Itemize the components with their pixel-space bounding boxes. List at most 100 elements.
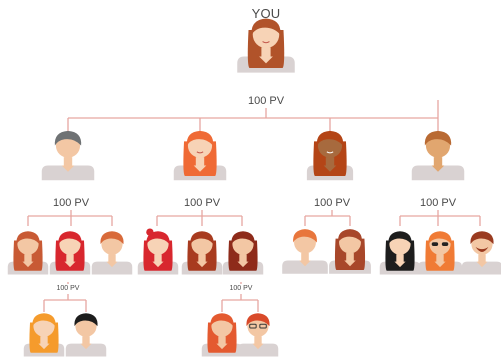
shirt-shape [41, 165, 95, 181]
hair-shape [74, 313, 98, 327]
neck-shape [239, 254, 247, 264]
hair-shape [316, 130, 344, 146]
sunglasses-shape [441, 242, 449, 246]
avatar-level2-3 [91, 231, 133, 275]
collar-shape [193, 165, 207, 172]
avatar-level2-6 [222, 231, 264, 275]
connector-lines [27, 100, 481, 312]
level2-pv-2: 100 PV [229, 285, 253, 292]
collar-shape [344, 260, 356, 267]
sunglasses-shape [431, 242, 439, 246]
collar-shape [38, 343, 50, 350]
mouth-shape [196, 151, 204, 154]
glasses-shape [249, 323, 257, 329]
hair-shape [338, 229, 362, 243]
beard-shape [475, 246, 489, 252]
collar-shape [237, 261, 249, 268]
hair-shape [428, 231, 452, 245]
neck-shape [40, 336, 48, 346]
neck-shape [346, 252, 354, 263]
neck-shape [436, 254, 444, 264]
collar-shape [434, 261, 446, 268]
avatar-level2-9 [379, 231, 421, 275]
neck-shape [24, 254, 32, 264]
collar-shape [80, 343, 92, 350]
avatar-level2-10 [417, 231, 463, 275]
shirt-shape [237, 343, 279, 357]
collar-shape [299, 260, 311, 267]
avatar-level2-2 [49, 231, 91, 275]
collar-shape [106, 261, 118, 268]
neck-shape [198, 254, 206, 264]
root-title: YOU [251, 6, 281, 21]
avatar-level3-3 [201, 313, 243, 357]
collar-shape [61, 165, 75, 172]
avatar-level2-5 [181, 231, 223, 275]
hair-shape [32, 313, 56, 327]
hair-shape [186, 130, 214, 146]
collar-shape [152, 261, 164, 268]
shirt-shape [461, 261, 501, 275]
level1-pv-1: 100 PV [52, 197, 90, 209]
neck-shape [261, 47, 271, 59]
neck-shape [154, 254, 162, 264]
neck-shape [254, 336, 262, 346]
hair-shape [100, 231, 124, 245]
hair-shape [251, 18, 281, 35]
hair-shape [246, 313, 270, 327]
neck-shape [66, 254, 74, 264]
avatar-you [237, 18, 295, 73]
collar-shape [64, 261, 76, 268]
mouth-shape [326, 151, 334, 154]
collar-shape [476, 261, 488, 268]
neck-shape [396, 254, 404, 264]
neck-shape [433, 157, 443, 168]
avatar-level3-2 [65, 313, 107, 357]
shirt-shape [282, 260, 328, 274]
avatar-level2-1 [7, 231, 49, 275]
collar-shape [22, 261, 34, 268]
avatar-level1-1 [41, 130, 95, 181]
avatar-level3-4 [237, 313, 279, 357]
collar-shape [259, 56, 273, 64]
neck-shape [478, 254, 486, 264]
hair-shape [58, 231, 82, 245]
level2-pv-1: 100 PV [56, 285, 80, 292]
neck-shape [325, 157, 335, 168]
shirt-shape [411, 165, 465, 181]
collar-shape [216, 343, 228, 350]
hair-shape [470, 231, 494, 245]
neck-shape [63, 157, 73, 168]
neck-shape [82, 336, 90, 346]
avatar-level2-8 [329, 229, 371, 274]
hair-shape [388, 231, 412, 245]
glasses-shape [259, 323, 267, 329]
hair-shape [16, 231, 40, 245]
hair-shape [293, 229, 317, 243]
hair-shape [54, 130, 82, 146]
collar-shape [394, 261, 406, 268]
hair-bun-shape [146, 228, 154, 236]
collar-shape [431, 165, 445, 172]
shirt-shape [91, 261, 133, 275]
avatar-level1-4 [411, 130, 465, 181]
hair-shape [210, 313, 234, 327]
hair-shape [231, 231, 255, 245]
hair-shape [190, 231, 214, 245]
avatar-level2-11 [461, 231, 501, 275]
collar-shape [252, 343, 264, 350]
neck-shape [195, 157, 205, 168]
level1-pv-2: 100 PV [183, 197, 221, 209]
shirt-shape [65, 343, 107, 357]
neck-shape [108, 254, 116, 264]
level1-pv-4: 100 PV [419, 197, 457, 209]
avatar-level1-2 [173, 130, 227, 181]
avatar-level1-3 [306, 130, 354, 181]
avatar-level3-1 [23, 313, 65, 357]
collar-shape [323, 165, 337, 172]
mouth-shape [262, 41, 270, 44]
hair-shape [424, 130, 452, 146]
avatar-level2-7 [282, 229, 328, 274]
neck-shape [301, 252, 309, 263]
